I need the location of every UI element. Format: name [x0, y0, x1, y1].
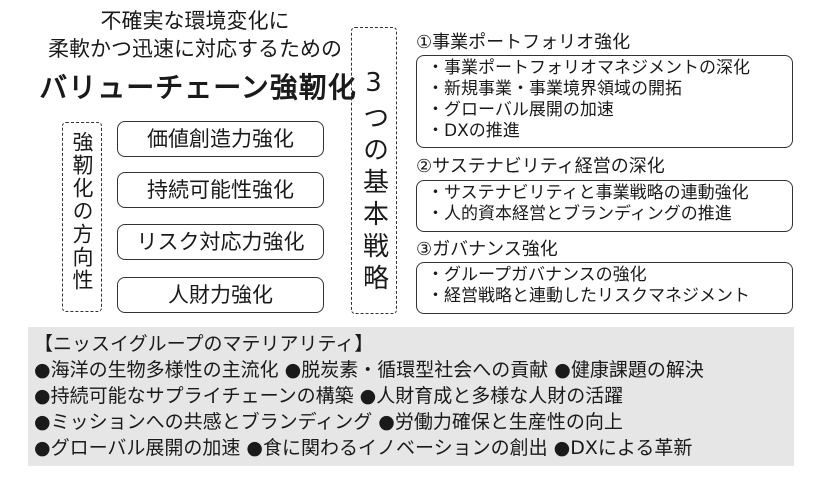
strategy-1-point: ・DXの推進	[427, 121, 520, 141]
strategies-label-box: 3つの基本戦略	[351, 27, 397, 314]
direction-item-risk-response: リスク対応力強化	[117, 224, 324, 260]
materiality-line: ●持続可能なサプライチェーンの構築 ●人財育成と多様な人財の活躍	[34, 385, 624, 407]
strategy-1-point: ・事業ポートフォリオマネジメントの深化	[427, 58, 750, 78]
direction-label: 強靭化の方向性	[70, 131, 94, 292]
strategy-2-point: ・サステナビリティと事業戦略の連動強化	[427, 183, 749, 203]
materiality-title: 【ニッスイグループのマテリアリティ】	[34, 333, 374, 355]
strategy-2-point: ・人的資本経営とブランディングの推進	[427, 204, 732, 224]
direction-label-box: 強靭化の方向性	[62, 122, 102, 312]
headline-line-2: 柔軟かつ迅速に対応するための	[48, 37, 342, 61]
materiality-line: ●ミッションへの共感とブランディング ●労働力確保と生産性の向上	[34, 411, 623, 433]
materiality-panel: 【ニッスイグループのマテリアリティ】 ●海洋の生物多様性の主流化 ●脱炭素・循環…	[28, 327, 794, 466]
direction-item-value-creation: 価値創造力強化	[117, 121, 324, 157]
strategy-3-point: ・グループガバナンスの強化	[427, 265, 647, 285]
headline-title: バリューチェーン強靭化	[39, 71, 357, 104]
headline-line-1: 不確実な環境変化に	[100, 9, 290, 33]
strategy-3-title: ③ガバナンス強化	[416, 239, 558, 260]
strategy-3-point: ・経営戦略と連動したリスクマネジメント	[427, 286, 750, 306]
strategy-1-point: ・グローバル展開の加速	[427, 100, 614, 120]
materiality-line: ●海洋の生物多様性の主流化 ●脱炭素・循環型社会への貢献 ●健康課題の解決	[34, 359, 704, 381]
direction-item-sustainability: 持続可能性強化	[117, 172, 324, 208]
strategy-2-title: ②サステナビリティ経営の深化	[416, 156, 665, 177]
materiality-line: ●グローバル展開の加速 ●食に関わるイノベーションの創出 ●DXによる革新	[34, 437, 693, 459]
strategy-1-point: ・新規事業・事業境界領域の開拓	[427, 79, 682, 99]
strategy-1-title: ①事業ポートフォリオ強化	[416, 32, 631, 53]
strategy-3-box: ・グループガバナンスの強化 ・経営戦略と連動したリスクマネジメント	[416, 262, 793, 314]
strategies-label: 3つの基本戦略	[358, 68, 389, 296]
strategy-1-box: ・事業ポートフォリオマネジメントの深化 ・新規事業・事業境界領域の開拓 ・グロー…	[416, 55, 793, 148]
direction-item-human-capital: 人財力強化	[117, 277, 324, 313]
strategy-2-box: ・サステナビリティと事業戦略の連動強化 ・人的資本経営とブランディングの推進	[416, 180, 793, 232]
